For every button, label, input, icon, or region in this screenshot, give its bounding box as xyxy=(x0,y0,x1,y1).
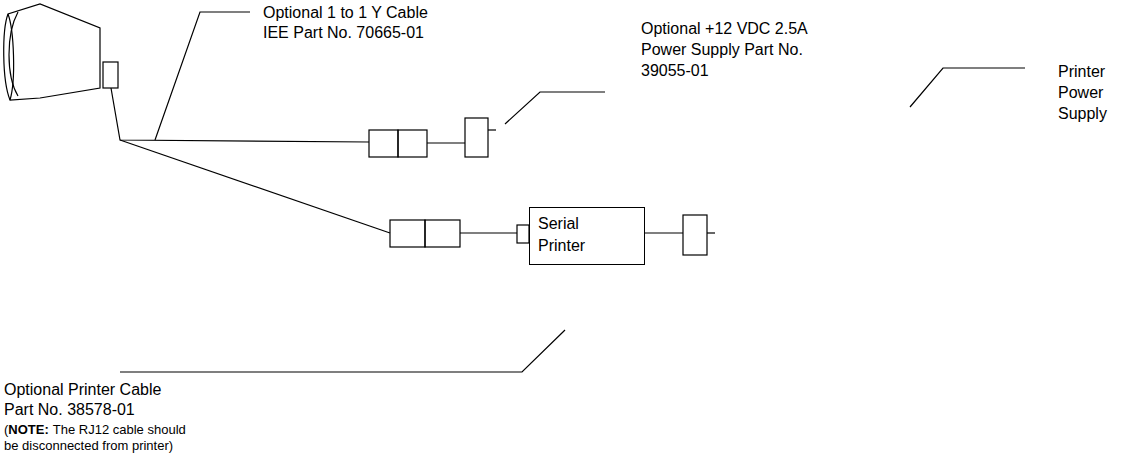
leader-line xyxy=(910,68,1025,107)
callout-label: Optional 1 to 1 Y Cable xyxy=(263,3,428,22)
cable xyxy=(427,142,465,143)
printer-connector xyxy=(517,225,529,243)
callout-label: Optional +12 VDC 2.5A xyxy=(641,19,808,38)
printer-box: Serial Printer xyxy=(529,207,645,265)
callout-label: Optional Printer Cable xyxy=(4,380,161,399)
note-text: be disconnected from printer) xyxy=(4,438,173,454)
printer-cable xyxy=(460,232,517,233)
plug-lead xyxy=(488,129,496,130)
leader-line xyxy=(120,330,565,372)
connector xyxy=(390,220,425,247)
plug-lead xyxy=(707,232,715,233)
printer-power-supply xyxy=(683,215,707,255)
callout-label: 39055-01 xyxy=(641,61,709,80)
callout-label: IEE Part No. 70665-01 xyxy=(263,23,424,42)
box-text: Serial Printer xyxy=(530,208,608,257)
note-text: ( xyxy=(4,422,8,438)
power-supply xyxy=(465,118,488,157)
connector xyxy=(369,130,398,157)
callout-label: Supply xyxy=(1058,104,1107,123)
y-cable-upper xyxy=(111,88,369,142)
device-rim xyxy=(9,12,18,96)
device-housing xyxy=(4,4,100,100)
note-text: The RJ12 cable should xyxy=(53,422,186,438)
leader-line xyxy=(505,92,605,124)
y-cable-lower xyxy=(120,140,390,233)
cable xyxy=(645,232,683,233)
device-connector xyxy=(103,62,118,88)
connector xyxy=(398,130,427,157)
callout-label: Printer xyxy=(1058,62,1105,81)
connector xyxy=(425,220,460,247)
note-text: NOTE: xyxy=(8,422,48,438)
callout-label: Power Supply Part No. xyxy=(641,40,803,59)
leader-line xyxy=(155,12,250,140)
callout-label: Part No. 38578-01 xyxy=(4,400,135,419)
callout-label: Power xyxy=(1058,83,1103,102)
